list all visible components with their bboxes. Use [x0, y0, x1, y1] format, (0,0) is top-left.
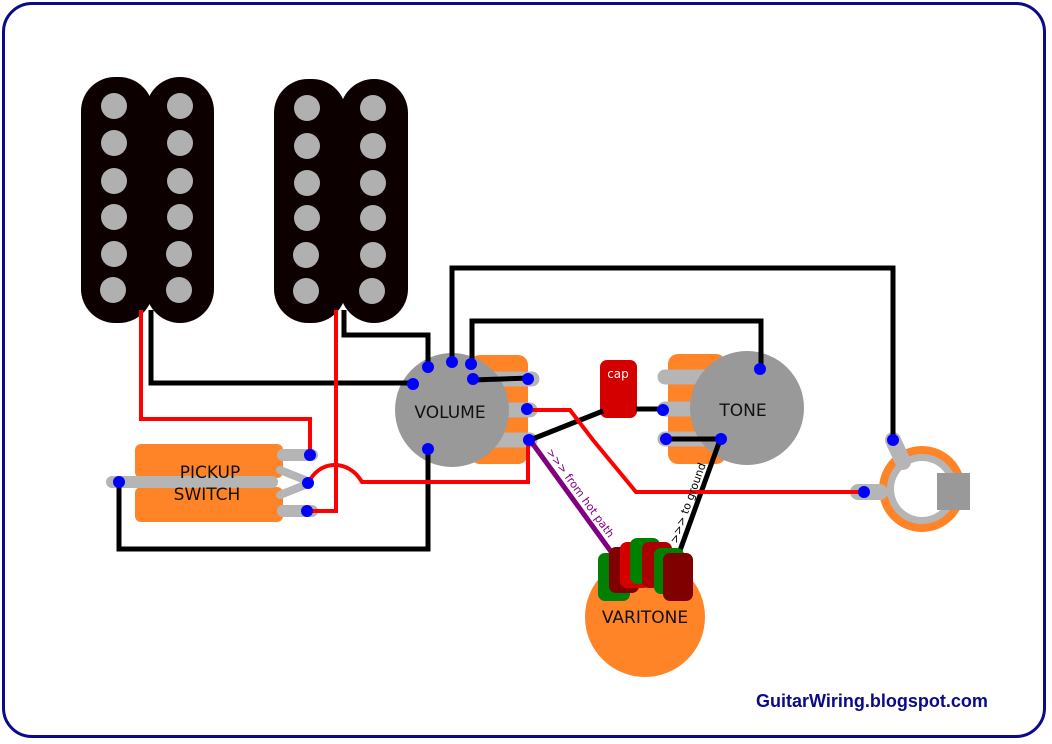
- volume-to-jack-hot-wire: [528, 408, 866, 494]
- switch-label-line2: SWITCH: [174, 485, 241, 505]
- switch-label-line1: PICKUP: [180, 463, 241, 483]
- tone-pot[interactable]: TONE: [657, 351, 804, 465]
- neck-hot-wire: [139, 310, 312, 455]
- bridge-ground-wire: [341, 310, 431, 366]
- neck-pickup: [81, 77, 214, 323]
- solder-points: [113, 356, 899, 517]
- tone-label: TONE: [718, 401, 766, 421]
- neck-ground-wire: [148, 310, 412, 386]
- bridge-pickup: [274, 79, 408, 323]
- bridge-pole-pieces: [293, 95, 386, 304]
- volume-to-tone-ground-wire: [469, 318, 764, 368]
- varitone-hot-wire: [527, 438, 615, 555]
- varitone-label: VARITONE: [602, 608, 688, 628]
- output-jack[interactable]: [850, 432, 970, 532]
- switch-ground-wire: [116, 448, 431, 552]
- neck-pole-pieces: [100, 93, 193, 303]
- footer-credit[interactable]: GuitarWiring.blogspot.com: [756, 691, 988, 711]
- hot-path-annotation: >>> from hot path: [544, 446, 617, 540]
- pickup-switch[interactable]: PICKUP SWITCH: [106, 444, 318, 522]
- volume-lug-ground-wire: [471, 375, 531, 383]
- bridge-hot-wire: [308, 310, 338, 513]
- hot-wires: [139, 310, 866, 513]
- varitone-ground-wire: [675, 439, 723, 557]
- volume-to-jack-ground-wire: [449, 265, 896, 440]
- varitone[interactable]: VARITONE: [585, 538, 705, 677]
- volume-to-cap-wire: [529, 408, 604, 443]
- volume-pot[interactable]: VOLUME: [395, 353, 540, 467]
- capacitor[interactable]: cap: [600, 360, 637, 418]
- cap-label: cap: [607, 367, 629, 381]
- switch-to-volume-wire: [306, 442, 530, 485]
- volume-label: VOLUME: [414, 403, 485, 423]
